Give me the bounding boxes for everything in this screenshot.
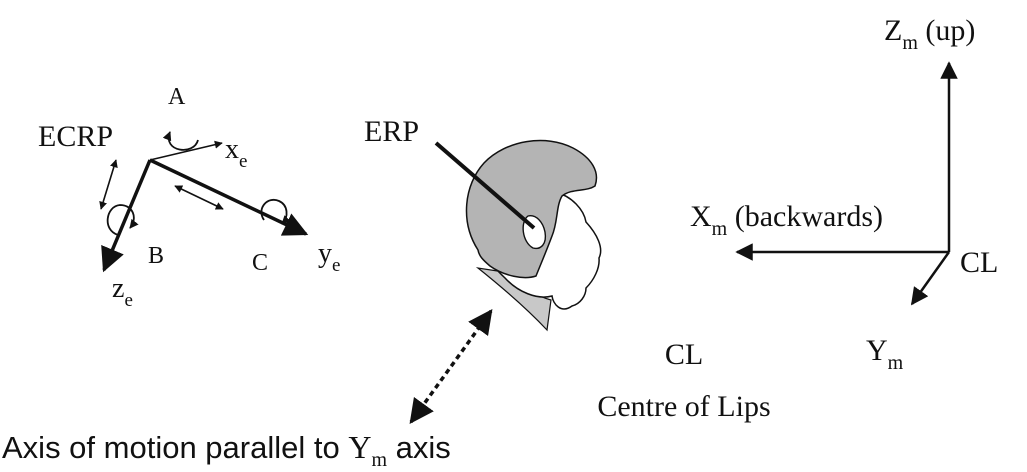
ye-axis xyxy=(149,158,309,236)
ym-axis xyxy=(910,251,951,306)
zm-axis-label: Zm (up) xyxy=(884,14,975,54)
ym-axis-label: Ym xyxy=(866,334,904,374)
ye-translation-arrow xyxy=(174,185,224,210)
ym-motion-double-arrow xyxy=(409,309,493,424)
ecrp-label: ECRP xyxy=(38,120,113,153)
xe-axis xyxy=(149,140,223,161)
ye-axis-label: ye xyxy=(318,238,340,276)
rotation-a-arc xyxy=(162,131,199,151)
ze-translation-arrow xyxy=(99,159,118,210)
caption: Axis of motion parallel to Ym axis xyxy=(2,429,451,471)
erp-pointer xyxy=(434,141,536,230)
xm-axis-label: Xm (backwards) xyxy=(690,200,883,240)
hair xyxy=(465,139,598,279)
rotation-a-label: A xyxy=(168,84,186,110)
model-frame: Zm (up) Xm (backwards) CL Ym xyxy=(690,14,998,374)
ze-axis-label: ze xyxy=(112,273,133,311)
rotation-c-label: C xyxy=(252,250,268,276)
ecrp-frame: ECRP A B C xe ye ze xyxy=(38,84,340,311)
cl-legend-abbr: CL xyxy=(665,338,703,371)
rotation-c-arc xyxy=(260,198,291,225)
cl-legend-full: Centre of Lips xyxy=(597,390,770,423)
cl-origin-label: CL xyxy=(960,246,998,279)
rotation-b-arc xyxy=(106,204,139,236)
xe-axis-label: xe xyxy=(225,134,247,172)
rotation-b-label: B xyxy=(148,243,164,269)
head-illustration: ERP xyxy=(364,115,602,424)
erp-label: ERP xyxy=(364,115,419,148)
ze-axis xyxy=(101,159,152,273)
